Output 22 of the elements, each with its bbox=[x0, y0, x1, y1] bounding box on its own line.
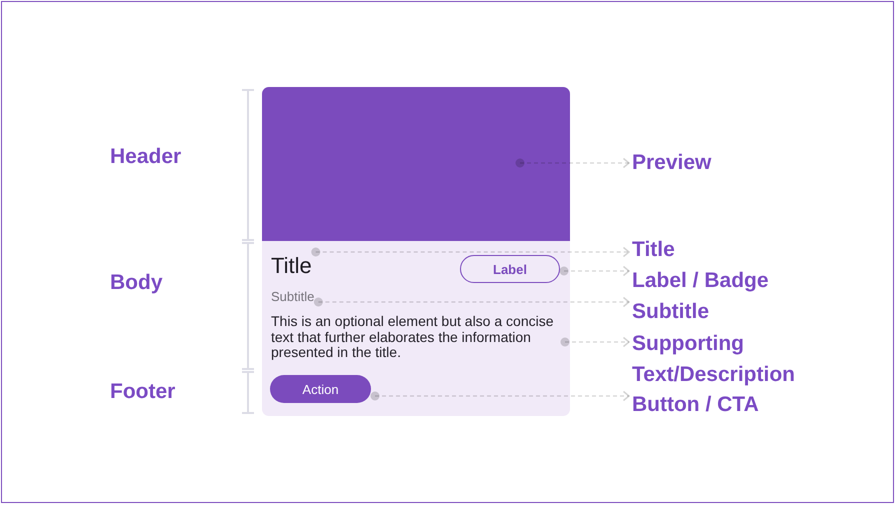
action-button: Action bbox=[270, 375, 371, 403]
callout-label: Preview bbox=[632, 150, 712, 176]
callout-label: Supporting Text/Description bbox=[632, 328, 832, 390]
card bbox=[262, 87, 570, 416]
leader-line bbox=[516, 158, 630, 168]
callout-label: Subtitle bbox=[632, 299, 709, 325]
label-badge: Label bbox=[460, 255, 560, 283]
callout-label: Title bbox=[632, 237, 675, 263]
card-subtitle: Subtitle bbox=[271, 288, 314, 306]
leader-line bbox=[560, 336, 630, 348]
card-title: Title bbox=[271, 250, 312, 282]
section-label: Header bbox=[110, 144, 182, 170]
section-label: Body bbox=[110, 270, 162, 296]
leader-line bbox=[311, 246, 630, 258]
leader-line bbox=[314, 296, 630, 308]
leader-line bbox=[560, 266, 630, 276]
callout-label: Button / CTA bbox=[632, 392, 759, 418]
description-text: This is an optional element but also a concise text that further elaborates the information presented in the title. bbox=[271, 314, 561, 360]
callout-label: Label / Badge bbox=[632, 268, 769, 294]
preview-area bbox=[262, 87, 570, 241]
leader-line bbox=[370, 390, 630, 402]
section-label: Footer bbox=[110, 379, 176, 405]
